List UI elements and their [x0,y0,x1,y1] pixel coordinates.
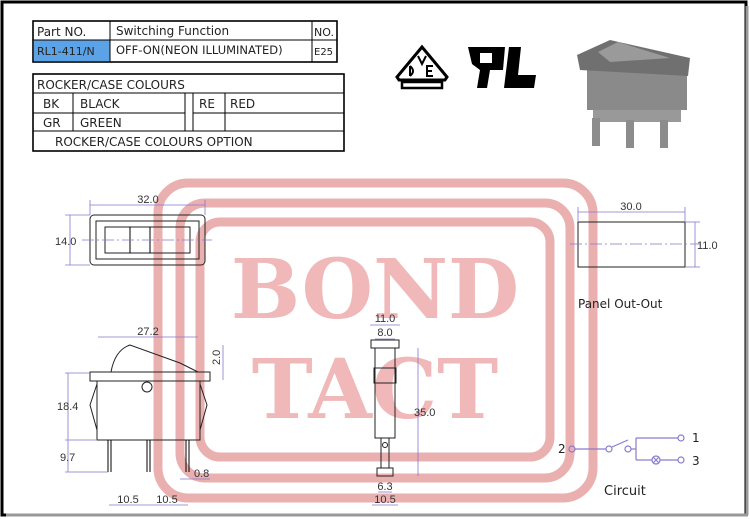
front-width-dim: 32.0 [137,194,158,206]
switch-product-image [577,40,690,148]
end-outer-width-dim: 11.0 [375,313,396,325]
colour-code: RE [199,97,215,111]
front-height-dim: 14.0 [55,236,76,248]
colour-code: GR [43,116,61,130]
pitch-2-dim: 10.5 [156,494,177,506]
pitch-1-dim: 10.5 [117,494,138,506]
pin-thickness-dim: 0.8 [194,468,209,480]
colour-name: BLACK [80,97,121,111]
colour-name: RED [230,97,255,111]
side-view: 27.2 2.0 18.4 9.7 0.8 10.5 10.5 [57,326,224,506]
terminal-1: 1 [692,431,700,445]
side-width-dim: 27.2 [137,326,158,338]
colour-table-footer: ROCKER/CASE COLOURS OPTION [55,135,253,149]
part-number-highlight [34,40,110,61]
part-number: RL1-411/N [37,45,95,58]
circuit-label: Circuit [604,484,646,499]
circuit-diagram: 2 1 3 Circuit [558,431,700,499]
colour-table-title: ROCKER/CASE COLOURS [37,78,185,92]
end-inner-width-dim: 8.0 [377,327,392,339]
header-no: NO. [314,26,334,39]
terminal-3: 3 [692,454,700,468]
front-view: 32.0 14.0 [55,194,212,266]
cutout-width-dim: 30.0 [620,201,641,213]
colour-table: ROCKER/CASE COLOURS BK BLACK RE RED GR G… [32,73,345,152]
cutout-height-dim: 11.0 [697,240,718,252]
pin-length-dim: 9.7 [60,452,75,464]
end-pin-width-dim: 6.3 [377,481,392,493]
switch-contact-icon [611,439,629,448]
panel-cutout-label: Panel Out-Out [578,297,663,311]
ul-logo-icon [468,47,536,88]
vde-logo-icon [395,44,449,90]
rocker-height-dim: 2.0 [211,350,223,365]
function-no: E25 [314,47,333,58]
watermark-bond: BOND [231,242,519,338]
end-base-width-dim: 10.5 [374,494,395,506]
header-switching-function: Switching Function [116,24,229,38]
terminal-2: 2 [558,442,566,456]
header-part-no: Part NO. [37,25,86,39]
part-table: Part NO. Switching Function NO. RL1-411/… [32,20,338,63]
end-height-dim: 35.0 [414,407,435,419]
colour-code: BK [43,97,60,111]
switching-function: OFF-ON(NEON ILLUMINATED) [116,43,283,57]
body-height-dim: 18.4 [57,401,78,413]
end-view: 11.0 8.0 35.0 6.3 10.5 [370,313,435,506]
colour-name: GREEN [80,116,122,130]
panel-cutout-view: 30.0 11.0 Panel Out-Out [570,201,718,311]
